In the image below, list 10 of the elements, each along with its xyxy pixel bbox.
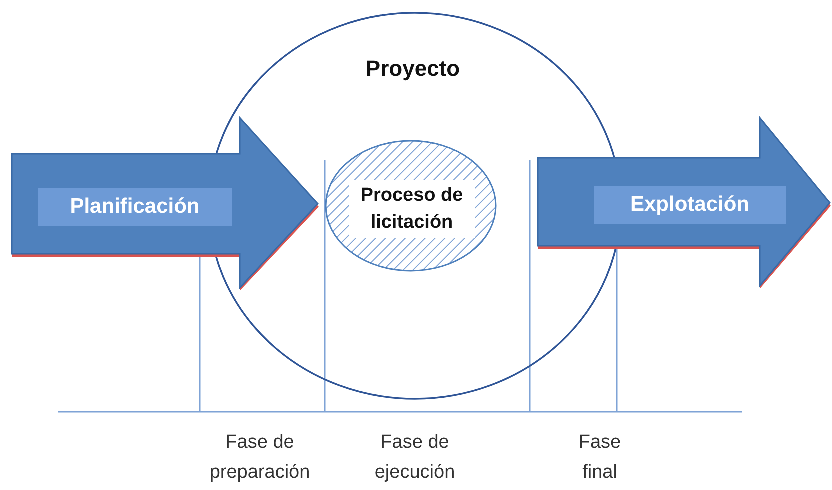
arrow-shape — [12, 118, 320, 290]
arrow-label: Planificación — [38, 188, 232, 226]
circle-title: Proyecto — [364, 56, 462, 82]
hatched-ellipse — [325, 140, 497, 272]
phase-label: Fase de ejecución — [374, 431, 456, 485]
arrow-label: Explotación — [594, 186, 786, 224]
arrow-shape — [538, 118, 832, 288]
phase-label: Fase de preparación — [208, 431, 312, 485]
ellipse-label: Proceso de licitación — [349, 180, 475, 238]
phase-label: Fase final — [578, 431, 622, 485]
